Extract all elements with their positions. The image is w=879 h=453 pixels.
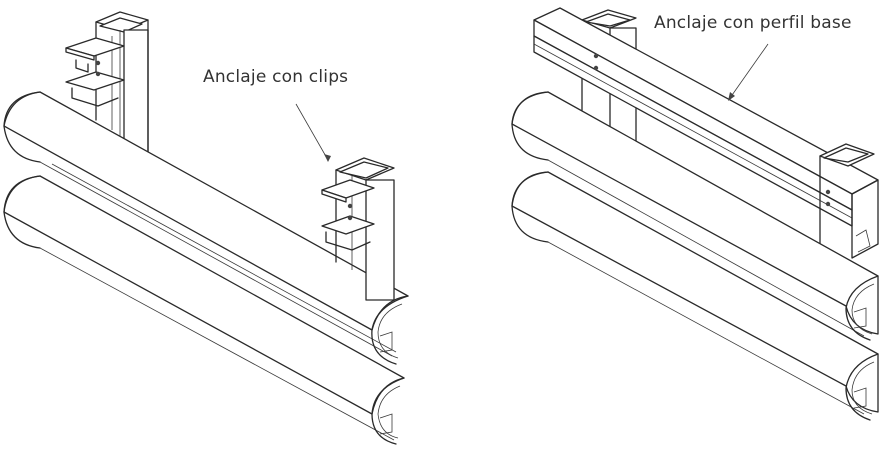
- clips-leader-arrow: [295, 103, 331, 162]
- left-front-post: [335, 157, 395, 301]
- base-leader-arrow: [728, 43, 769, 101]
- left-front-clips: [321, 179, 375, 251]
- right-front-post: [819, 143, 875, 247]
- left-tube-end-profiles: [371, 295, 409, 445]
- right-tube-end-profiles: [845, 275, 879, 421]
- left-back-clips: [65, 37, 125, 107]
- left-assembly-clips: [3, 11, 409, 445]
- base-profile-anchor-label: Anclaje con perfil base: [654, 13, 852, 33]
- right-assembly-base: [511, 7, 879, 421]
- right-base-profile: [533, 7, 879, 259]
- clips-anchor-label: Anclaje con clips: [203, 67, 349, 87]
